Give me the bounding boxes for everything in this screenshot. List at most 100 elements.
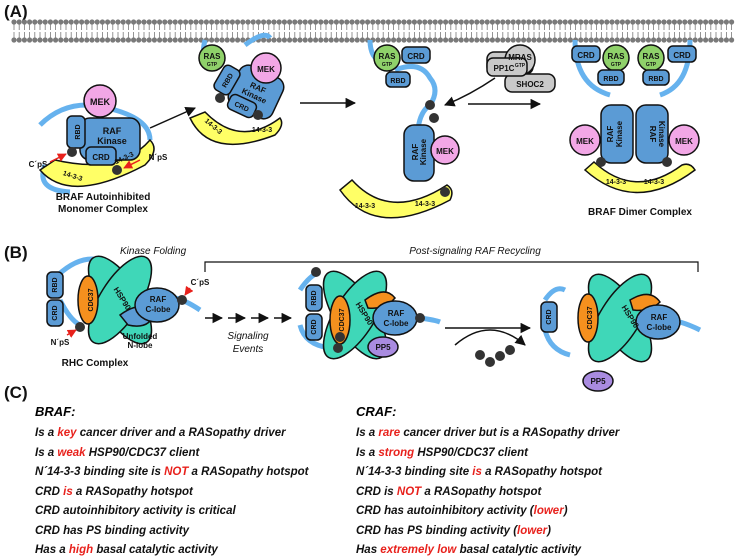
craf-row-text: Has bbox=[356, 544, 381, 556]
pp1c-box bbox=[486, 57, 528, 77]
braf-row: Is a key cancer driver and a RASopathy d… bbox=[35, 427, 286, 439]
transition-arrow bbox=[149, 107, 196, 129]
braf-row-text: CRD has PS binding activity bbox=[35, 524, 189, 537]
phospho-site-icon bbox=[311, 267, 321, 277]
kinase-label: Kinase bbox=[657, 121, 666, 148]
unfolded-label: Unfolded bbox=[123, 332, 158, 341]
crd-domain bbox=[667, 45, 697, 63]
mek-protein bbox=[569, 124, 601, 156]
phospho-site-icon bbox=[505, 345, 515, 355]
rbd-label: RBD bbox=[311, 290, 318, 305]
kinase-label: Kinase bbox=[97, 136, 127, 146]
rhc-complex bbox=[46, 255, 202, 345]
mek-label: MEK bbox=[576, 137, 594, 146]
n-lobe-label: N-lobe bbox=[128, 341, 153, 350]
crd-domain bbox=[305, 313, 323, 341]
shoc2-protein bbox=[504, 73, 556, 93]
rhc-caption: RHC Complex bbox=[62, 358, 129, 369]
mek-protein bbox=[668, 124, 700, 156]
phospho-site-icon bbox=[75, 322, 85, 332]
phospho-site-icon bbox=[253, 110, 263, 120]
rbd-label: RBD bbox=[390, 78, 405, 85]
recycling-caption: Post-signaling RAF Recycling bbox=[409, 246, 541, 257]
gtp-label: GTP bbox=[611, 62, 622, 68]
crd-label: CRD bbox=[577, 51, 595, 60]
crd-domain bbox=[401, 46, 431, 64]
phospho-site-icon bbox=[415, 313, 425, 323]
crd-label: CRD bbox=[407, 52, 425, 61]
panel-label-b: (B) bbox=[4, 243, 28, 262]
autoinhibited-monomer bbox=[38, 84, 155, 195]
14-3-3-label: 14-3-3 bbox=[355, 203, 375, 210]
ras-protein bbox=[198, 44, 226, 72]
rbd-domain bbox=[46, 271, 64, 299]
cps-label: C´pS bbox=[29, 160, 48, 169]
mek-protein bbox=[83, 84, 117, 118]
phospho-site-icon bbox=[333, 343, 343, 353]
14-3-3-label: 14-3-3 bbox=[606, 179, 626, 186]
craf-row-text: CRD has PS binding activity ( bbox=[356, 524, 518, 537]
rbd-label: RBD bbox=[75, 124, 82, 139]
mek-label: MEK bbox=[436, 147, 454, 156]
crd-label: CRD bbox=[52, 305, 59, 320]
ras-label: RAS bbox=[608, 52, 626, 61]
braf-row: Is a weak HSP90/CDC37 client bbox=[35, 447, 199, 459]
cps-label: C´pS bbox=[191, 278, 210, 287]
craf-row: CRD has PS binding activity (lower) bbox=[356, 525, 551, 537]
craf-row-highlight: strong bbox=[378, 446, 415, 459]
gtp-label: GTP bbox=[382, 62, 393, 68]
recycling-complex-phospho bbox=[297, 267, 441, 360]
crd-domain bbox=[571, 45, 601, 63]
recycling-bracket bbox=[204, 261, 699, 272]
braf-row-text: CRD autoinhibitory activity is critical bbox=[35, 505, 236, 517]
craf-row: Is a rare cancer driver but is a RASopat… bbox=[356, 427, 619, 439]
craf-row-highlight: NOT bbox=[396, 485, 422, 498]
craf-row-text: cancer driver but is a RASopathy driver bbox=[400, 427, 620, 439]
rbd-domain bbox=[642, 69, 670, 86]
14-3-3-dimer-shape bbox=[583, 160, 697, 194]
raf-kinase-domain bbox=[600, 104, 634, 164]
phospho-site-icon bbox=[440, 187, 450, 197]
recycling-complex-dephospho bbox=[540, 273, 702, 392]
pp5-label: PP5 bbox=[590, 377, 606, 386]
cdc37-label: CDC37 bbox=[88, 288, 95, 311]
autoinhibited-caption-1: BRAF Autoinhibited bbox=[56, 192, 151, 203]
ras-label: RAS bbox=[379, 52, 397, 61]
cdc37-label: CDC37 bbox=[587, 306, 594, 329]
gtp-label: GTP bbox=[207, 62, 218, 68]
crd-domain bbox=[46, 299, 64, 327]
ras-protein bbox=[373, 44, 401, 72]
dimer-caption: BRAF Dimer Complex bbox=[588, 207, 692, 218]
phospho-site-icon bbox=[335, 332, 345, 342]
crd-domain bbox=[85, 146, 117, 166]
raf-kinase-domain bbox=[635, 104, 669, 164]
pp5-protein bbox=[582, 370, 614, 392]
raf-label: RAF bbox=[648, 126, 657, 143]
pp5-protein bbox=[367, 336, 399, 358]
mras-label: MRAS bbox=[508, 53, 532, 62]
craf-row: CRD is NOT a RASopathy hotspot bbox=[356, 486, 541, 498]
raf-label: RAF bbox=[651, 313, 668, 322]
panel-label-a: (A) bbox=[4, 2, 28, 21]
braf-row-text: HSP90/CDC37 client bbox=[85, 446, 200, 459]
open-complex bbox=[338, 39, 556, 219]
braf-row: CRD is a RASopathy hotspot bbox=[35, 486, 193, 498]
mek-label: MEK bbox=[675, 137, 693, 146]
craf-row-text: a RASopathy hotspot bbox=[421, 485, 542, 498]
craf-row-text: ) bbox=[563, 505, 568, 517]
crd-label: CRD bbox=[311, 319, 318, 334]
raf-label: RAF bbox=[411, 144, 420, 161]
cdc37-protein bbox=[577, 293, 599, 343]
braf-row-text: Has a bbox=[35, 544, 69, 556]
braf-row-text: a RASopathy hotspot bbox=[72, 485, 193, 498]
kinase-folding-caption: Kinase Folding bbox=[120, 246, 187, 257]
braf-row-highlight: weak bbox=[57, 446, 86, 459]
craf-row: CRD has autoinhibitory activity (lower) bbox=[356, 505, 568, 517]
braf-row-text: N´14-3-3 binding site is bbox=[35, 466, 165, 478]
rbd-domain bbox=[66, 115, 86, 149]
braf-row-highlight: high bbox=[68, 544, 94, 556]
mek-label: MEK bbox=[90, 97, 111, 107]
events-label: Events bbox=[233, 344, 264, 355]
ras-label: RAS bbox=[643, 52, 661, 61]
